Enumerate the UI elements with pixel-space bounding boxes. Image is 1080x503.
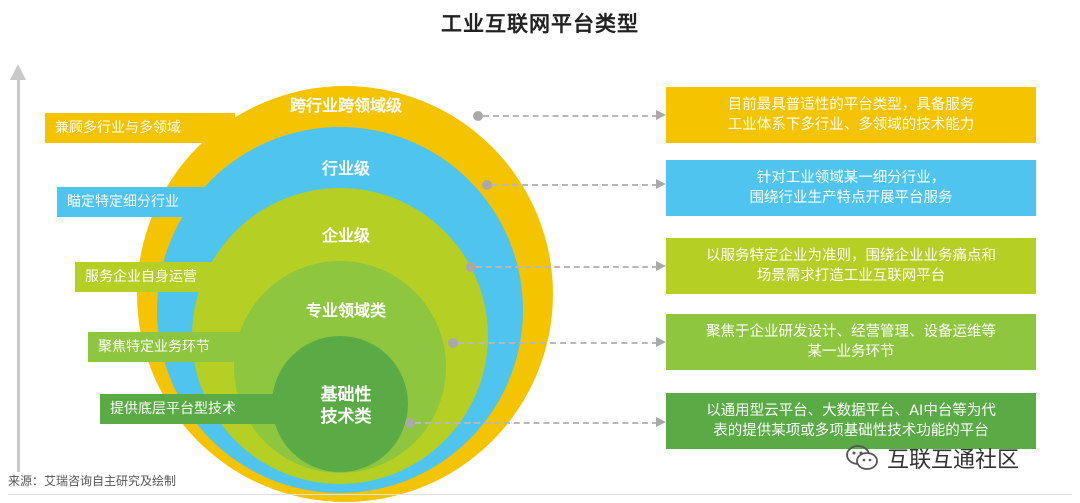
desc-cross-industry: 目前最具普适性的平台类型，具备服务 工业体系下多行业、多领域的技术能力 [666, 87, 1036, 143]
desc-line: 表的提供某项或多项基础性技术功能的平台 [713, 423, 989, 439]
desc-line: 围绕行业生产特点开展平台服务 [749, 190, 953, 206]
connector-dot-professional [448, 338, 458, 348]
level-label-foundation-2: 技术类 [320, 407, 372, 427]
desc-enterprise: 以服务特定企业为准则，围绕企业业务痛点和 场景需求打造工业互联网平台 [666, 238, 1036, 294]
desc-line: 聚焦于企业研发设计、经营管理、设备运维等 [706, 324, 996, 340]
source-note: 来源：艾瑞咨询自主研究及绘制 [8, 474, 177, 488]
connector-dot-cross-industry [473, 111, 483, 121]
tag-industry: 瞄定特定细分行业 [57, 187, 232, 217]
arrow-icon [656, 261, 666, 271]
desc-industry: 针对工业领域某一细分行业， 围绕行业生产特点开展平台服务 [666, 160, 1036, 216]
tag-foundation: 提供底层平台型技术 [100, 394, 276, 424]
desc-line: 以服务特定企业为准则，围绕企业业务痛点和 [706, 248, 996, 264]
connector-dot-industry [482, 180, 492, 190]
tag-enterprise: 服务企业自身运营 [75, 262, 235, 292]
desc-line: 以通用型云平台、大数据平台、AI中台等为代 [706, 403, 996, 419]
axis-arrow-icon [10, 64, 26, 80]
desc-line: 场景需求打造工业互联网平台 [756, 268, 946, 284]
circle-foundation [272, 336, 408, 472]
desc-line: 某一业务环节 [807, 344, 895, 360]
connector-line-enterprise [476, 266, 658, 268]
desc-foundation: 以通用型云平台、大数据平台、AI中台等为代 表的提供某项或多项基础性技术功能的平… [666, 393, 1036, 449]
tag-cross-industry: 兼顾多行业与多领域 [45, 113, 235, 143]
connector-line-professional [458, 342, 658, 344]
level-label-professional: 专业领域类 [305, 301, 386, 320]
brand-name: 互联互通社区 [887, 448, 1020, 473]
brand-watermark: 互联互通社区 [845, 441, 1019, 475]
connector-dot-foundation [405, 418, 415, 428]
desc-line: 目前最具普适性的平台类型，具备服务 [727, 97, 975, 113]
level-label-industry: 行业级 [321, 159, 370, 178]
desc-line: 针对工业领域某一细分行业， [756, 170, 946, 186]
wechat-icon [846, 445, 878, 470]
connector-line-industry [492, 184, 658, 186]
tag-professional: 聚焦特定业务环节 [88, 332, 248, 362]
vertical-axis-line [17, 80, 20, 472]
diagram-title: 工业互联网平台类型 [441, 12, 639, 36]
level-label-foundation-1: 基础性 [320, 385, 372, 405]
level-label-enterprise: 企业级 [321, 226, 370, 245]
arrow-icon [656, 110, 666, 120]
connector-line-cross-industry [483, 115, 658, 117]
connector-line-foundation [415, 422, 658, 424]
arrow-icon [656, 179, 666, 189]
bottom-divider [8, 494, 1072, 495]
desc-line: 工业体系下多行业、多领域的技术能力 [727, 117, 975, 133]
arrow-icon [656, 337, 666, 347]
desc-professional: 聚焦于企业研发设计、经营管理、设备运维等 某一业务环节 [666, 314, 1036, 370]
level-label-cross-industry: 跨行业跨领域级 [289, 96, 402, 115]
connector-dot-enterprise [466, 262, 476, 272]
arrow-icon [656, 417, 666, 427]
